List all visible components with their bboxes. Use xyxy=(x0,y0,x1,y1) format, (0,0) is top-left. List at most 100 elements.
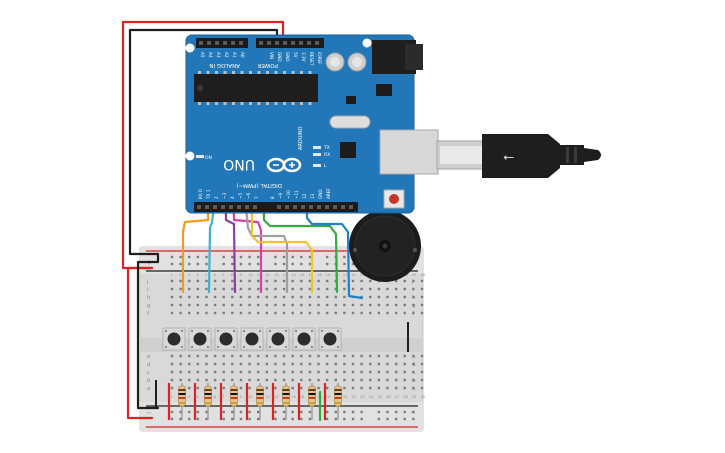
grid-hole[interactable] xyxy=(412,378,415,382)
rail-hole[interactable] xyxy=(360,417,363,421)
rail-hole[interactable] xyxy=(325,262,329,266)
grid-hole[interactable] xyxy=(334,311,337,315)
reset-button[interactable] xyxy=(383,189,405,209)
grid-hole[interactable] xyxy=(265,279,269,283)
grid-hole[interactable] xyxy=(257,378,260,382)
wire-black-gnd[interactable] xyxy=(128,28,279,256)
grid-hole[interactable] xyxy=(403,386,406,390)
grid-hole[interactable] xyxy=(377,295,381,299)
grid-hole[interactable] xyxy=(188,303,191,307)
resistor[interactable] xyxy=(334,383,342,420)
grid-hole[interactable] xyxy=(300,279,303,283)
rail-hole[interactable] xyxy=(248,417,251,421)
grid-hole[interactable] xyxy=(377,378,381,382)
grid-hole[interactable] xyxy=(222,386,225,390)
grid-hole[interactable] xyxy=(274,279,277,283)
rail-hole[interactable] xyxy=(282,255,286,259)
grid-hole[interactable] xyxy=(394,303,398,307)
grid-hole[interactable] xyxy=(420,370,424,374)
grid-hole[interactable] xyxy=(351,386,355,390)
grid-hole[interactable] xyxy=(196,386,200,390)
rail-hole[interactable] xyxy=(291,410,294,414)
grid-hole[interactable] xyxy=(317,362,320,366)
usb-cable[interactable]: ⭠ xyxy=(436,134,601,178)
grid-hole[interactable] xyxy=(403,295,406,299)
rail-hole[interactable] xyxy=(274,417,277,421)
grid-hole[interactable] xyxy=(274,303,277,307)
grid-hole[interactable] xyxy=(343,354,346,358)
rail-hole[interactable] xyxy=(343,410,346,414)
rail-hole[interactable] xyxy=(239,417,243,421)
grid-hole[interactable] xyxy=(239,303,243,307)
grid-hole[interactable] xyxy=(188,279,191,283)
rail-hole[interactable] xyxy=(222,255,225,259)
wire-magenta[interactable] xyxy=(232,205,263,294)
grid-hole[interactable] xyxy=(257,295,260,299)
wire-cyan[interactable] xyxy=(207,205,216,294)
rail-hole[interactable] xyxy=(394,410,398,414)
grid-hole[interactable] xyxy=(412,295,415,299)
grid-hole[interactable] xyxy=(231,378,234,382)
grid-hole[interactable] xyxy=(394,386,398,390)
grid-hole[interactable] xyxy=(308,378,312,382)
grid-hole[interactable] xyxy=(213,279,217,283)
grid-hole[interactable] xyxy=(420,279,424,283)
grid-hole[interactable] xyxy=(343,378,346,382)
grid-hole[interactable] xyxy=(231,279,234,283)
rail-hole[interactable] xyxy=(196,417,200,421)
grid-hole[interactable] xyxy=(386,295,389,299)
rail-hole[interactable] xyxy=(377,410,381,414)
grid-hole[interactable] xyxy=(334,378,337,382)
grid-hole[interactable] xyxy=(274,370,277,374)
grid-hole[interactable] xyxy=(188,295,191,299)
grid-hole[interactable] xyxy=(213,287,217,291)
rail-hole[interactable] xyxy=(291,417,294,421)
rail-hole[interactable] xyxy=(179,417,182,421)
grid-hole[interactable] xyxy=(265,386,269,390)
grid-hole[interactable] xyxy=(351,362,355,366)
grid-hole[interactable] xyxy=(170,354,174,358)
grid-hole[interactable] xyxy=(291,311,294,315)
grid-hole[interactable] xyxy=(170,287,174,291)
piezo-buzzer[interactable] xyxy=(349,210,421,282)
grid-hole[interactable] xyxy=(403,303,406,307)
grid-hole[interactable] xyxy=(265,354,269,358)
rail-hole[interactable] xyxy=(196,262,200,266)
grid-hole[interactable] xyxy=(386,362,389,366)
grid-hole[interactable] xyxy=(351,370,355,374)
grid-hole[interactable] xyxy=(317,386,320,390)
grid-hole[interactable] xyxy=(265,370,269,374)
grid-hole[interactable] xyxy=(351,303,355,307)
rail-hole[interactable] xyxy=(170,262,174,266)
grid-hole[interactable] xyxy=(377,354,381,358)
grid-hole[interactable] xyxy=(386,386,389,390)
grid-hole[interactable] xyxy=(369,378,372,382)
rail-hole[interactable] xyxy=(170,417,174,421)
rail-hole[interactable] xyxy=(282,410,286,414)
grid-hole[interactable] xyxy=(291,295,294,299)
grid-hole[interactable] xyxy=(231,362,234,366)
grid-hole[interactable] xyxy=(334,303,337,307)
grid-hole[interactable] xyxy=(291,354,294,358)
rail-hole[interactable] xyxy=(222,410,225,414)
grid-hole[interactable] xyxy=(420,362,424,366)
grid-hole[interactable] xyxy=(188,287,191,291)
push-button[interactable] xyxy=(292,327,316,351)
grid-hole[interactable] xyxy=(343,311,346,315)
grid-hole[interactable] xyxy=(222,370,225,374)
grid-hole[interactable] xyxy=(291,303,294,307)
grid-hole[interactable] xyxy=(394,354,398,358)
push-button[interactable] xyxy=(162,327,186,351)
rail-hole[interactable] xyxy=(300,262,303,266)
grid-hole[interactable] xyxy=(343,370,346,374)
grid-hole[interactable] xyxy=(248,378,251,382)
grid-hole[interactable] xyxy=(248,311,251,315)
rail-hole[interactable] xyxy=(205,255,208,259)
grid-hole[interactable] xyxy=(257,279,260,283)
rail-hole[interactable] xyxy=(291,255,294,259)
grid-hole[interactable] xyxy=(274,295,277,299)
grid-hole[interactable] xyxy=(213,354,217,358)
grid-hole[interactable] xyxy=(308,311,312,315)
grid-hole[interactable] xyxy=(222,303,225,307)
grid-hole[interactable] xyxy=(369,303,372,307)
